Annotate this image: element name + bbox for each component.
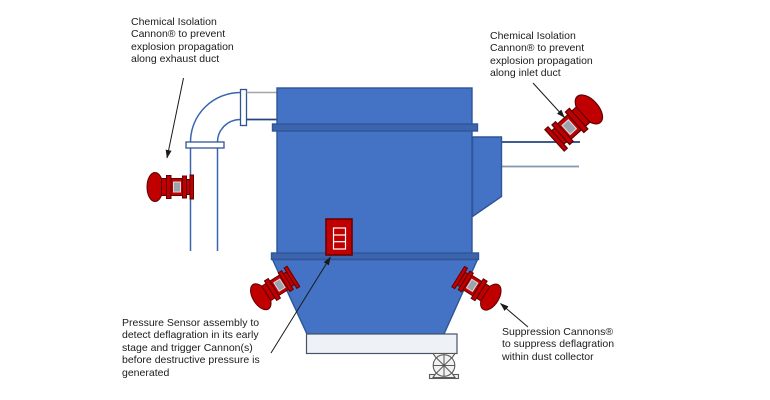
leader-pressure-sensor [270, 256, 331, 354]
leader-exhaust-cannon [165, 77, 184, 159]
dust-collector [270, 87, 503, 380]
elbow-outer-arc [189, 91, 241, 143]
collector-body [276, 87, 473, 255]
upper-flange-band [271, 123, 479, 132]
valve-spokes [433, 354, 455, 377]
inlet-duct [501, 141, 580, 168]
cannon-exhaust-duct-icon [146, 172, 194, 202]
duct-flange-horizontal [185, 141, 225, 149]
label-pressure-sensor-note: Pressure Sensor assembly to detect defla… [122, 317, 260, 379]
label-suppression-cannons-note: Suppression Cannons® to suppress deflagr… [502, 326, 615, 363]
pressure-sensor [325, 218, 353, 256]
exhaust-duct [185, 88, 278, 251]
leader-suppression-cannons [500, 303, 529, 328]
lower-flange-band [270, 252, 480, 261]
leader-inlet-cannon [532, 82, 565, 118]
leader-lines [165, 77, 565, 354]
cannon-inlet-duct-icon [542, 89, 609, 154]
inlet-transition [471, 136, 503, 218]
sensor-panel-icon [332, 227, 347, 250]
elbow-inner-arc [216, 118, 241, 143]
sensor-housing [325, 218, 353, 256]
hopper [271, 258, 479, 335]
duct-flange-vertical [239, 88, 248, 127]
rotary-valve [428, 352, 460, 380]
label-exhaust-cannon-note: Chemical Isolation Cannon® to prevent ex… [131, 16, 234, 66]
discharge-box [305, 333, 458, 355]
label-inlet-cannon-note: Chemical Isolation Cannon® to prevent ex… [490, 30, 593, 80]
